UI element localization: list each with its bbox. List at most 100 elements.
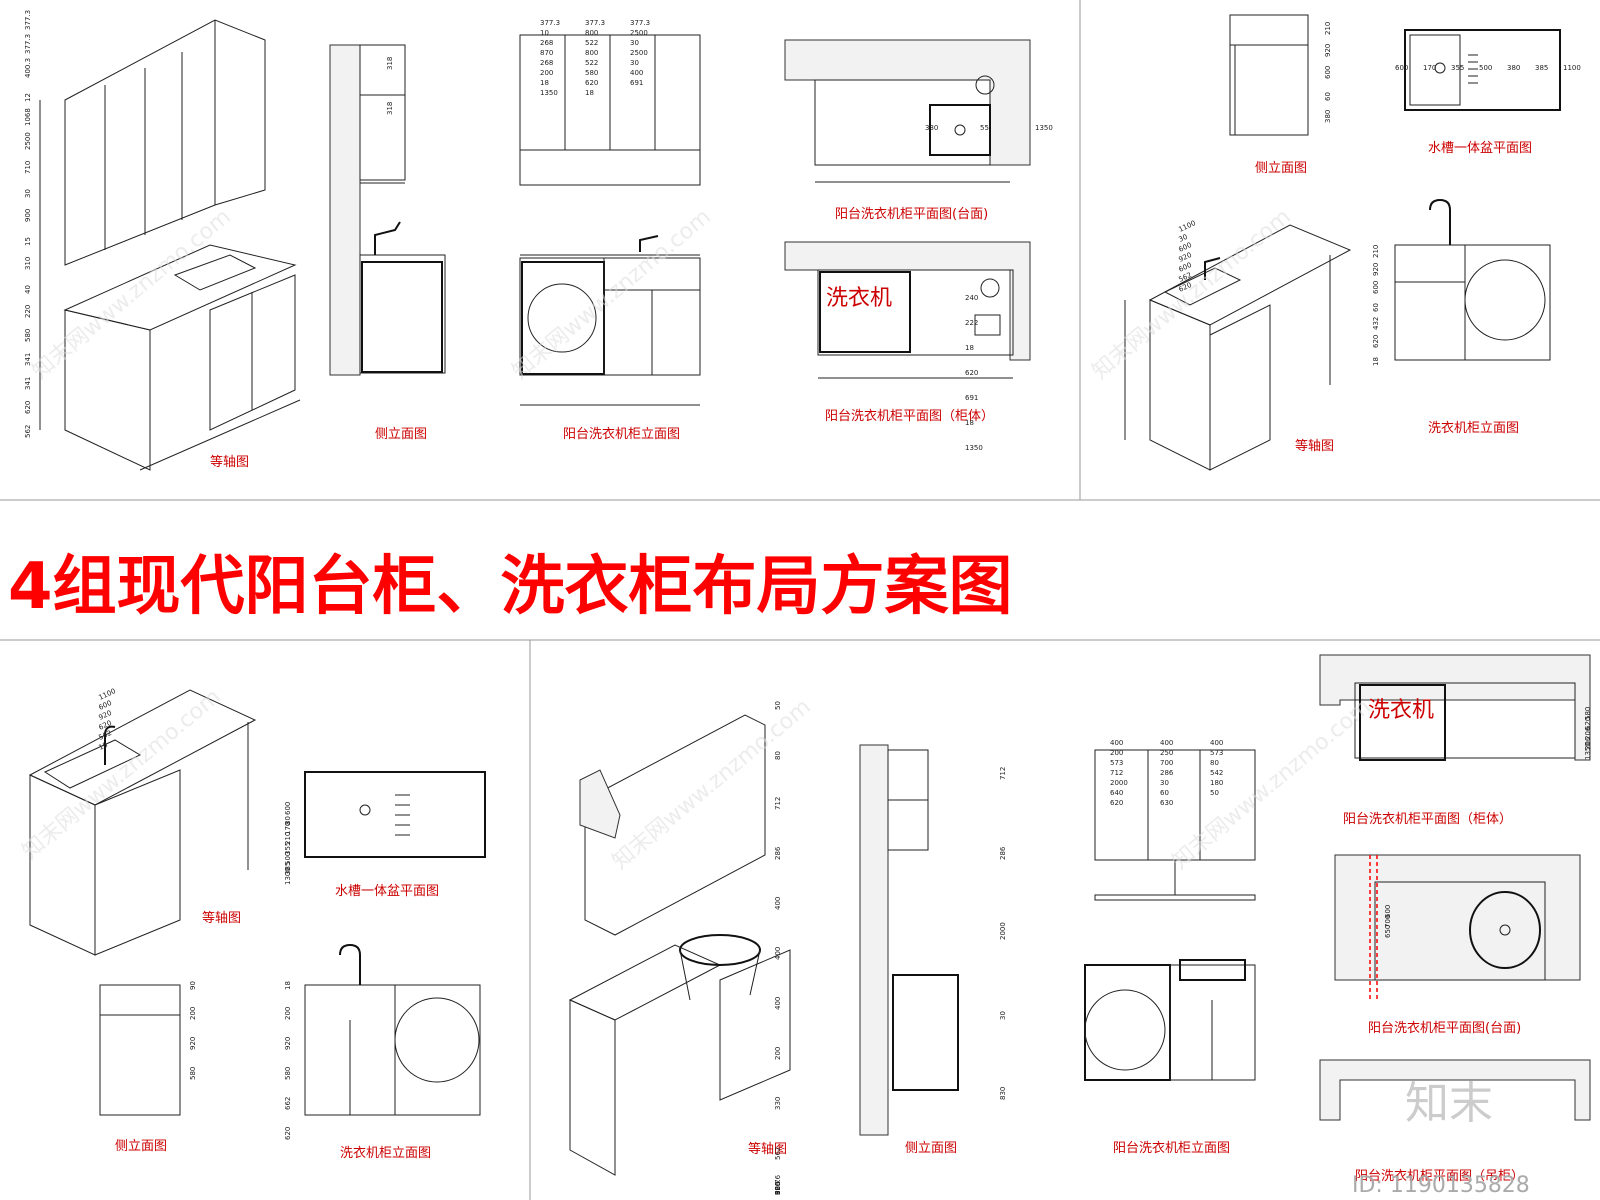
dimension-label: 12	[24, 93, 32, 102]
dimension-label: 600	[284, 802, 292, 815]
dimension-label: 30	[630, 59, 639, 67]
iso-view-2	[1124, 224, 1352, 471]
dimension-label: 200	[540, 69, 553, 77]
watermark-site: 知末网www.znzmo.com	[28, 204, 236, 384]
caption-plan-body-4: 阳台洗衣机柜平面图（柜体）	[1343, 811, 1512, 827]
dimension-label: 330	[774, 1097, 782, 1110]
dimension-label: 268	[540, 59, 553, 67]
dimension-label: 2500	[630, 29, 648, 37]
dimension-label: 90	[189, 981, 197, 990]
dimension-label: 500	[1479, 64, 1492, 72]
dimension-label: 400	[1110, 739, 1123, 747]
dimension-label: 600	[1395, 64, 1408, 72]
dimension-label: 66.7	[774, 1179, 782, 1195]
dimension-label: 377.3	[24, 10, 32, 30]
dimension-label: 318	[386, 102, 394, 115]
dimension-label: 18	[540, 79, 549, 87]
dimension-label: 500	[284, 852, 292, 865]
dimension-label: 573	[1110, 759, 1123, 767]
watermark-site: 知末网www.znzmo.com	[608, 694, 816, 874]
dimension-label: 600	[1372, 281, 1380, 294]
iso-view-3	[28, 689, 257, 956]
dimension-label: 310	[24, 257, 32, 270]
dimension-label: 870	[540, 49, 553, 57]
dimension-label: 600	[1384, 905, 1392, 918]
dim-labels-iso-1: 377.3377.3400.31210682500710309001531040…	[24, 10, 32, 438]
dimension-label: 620	[24, 401, 32, 414]
dimension-label: 691	[630, 79, 643, 87]
dimension-label: 542	[1210, 769, 1223, 777]
iso-view-4	[568, 714, 791, 1176]
dimension-label: 355	[1451, 64, 1464, 72]
caption-side-2: 侧立面图	[1255, 161, 1307, 176]
watermark-site: 知末网www.znzmo.com	[1088, 204, 1296, 384]
watermark-id: ID: 1190135828	[1352, 1173, 1530, 1198]
caption-front-3: 洗衣机柜立面图	[340, 1145, 431, 1161]
watermark-site: 知末网www.znzmo.com	[18, 684, 226, 864]
dimension-label: 1068	[24, 108, 32, 126]
dimension-label: 920	[1324, 44, 1332, 57]
dimension-label: 60	[1324, 92, 1332, 101]
sink-plan-view-2	[1404, 29, 1561, 111]
dimension-label: 355	[284, 842, 292, 855]
dimension-label: 712	[774, 797, 782, 810]
dimension-label: 30	[24, 189, 32, 198]
dimension-label: 562	[24, 425, 32, 438]
dimension-label: 1100	[1563, 64, 1581, 72]
caption-iso-2: 等轴图	[1295, 438, 1334, 454]
dimension-label: 2000	[1110, 779, 1128, 787]
main-title: 4组现代阳台柜、洗衣柜布局方案图	[8, 550, 1013, 624]
dimension-label: 900	[24, 209, 32, 222]
plan-top-view-1	[784, 39, 1031, 183]
dimension-label: 30	[630, 39, 639, 47]
dimension-label: 377.3	[24, 34, 32, 54]
dimension-label: 620	[965, 369, 978, 377]
dimension-label: 920	[774, 1182, 782, 1195]
dimension-label: 2500	[630, 49, 648, 57]
caption-side-3: 侧立面图	[115, 1139, 167, 1154]
dimension-label: 180	[1210, 779, 1223, 787]
dimension-label: 1350	[1035, 124, 1053, 132]
dimension-label: 50	[774, 701, 782, 710]
dimension-label: 377.3	[585, 19, 605, 27]
dimension-label: 920	[1372, 263, 1380, 276]
caption-iso-4: 等轴图	[748, 1141, 787, 1157]
dimension-label: 210	[1324, 22, 1332, 35]
dimension-label: 30	[1160, 779, 1169, 787]
dimension-label: 1300	[284, 867, 292, 885]
dimension-label: 206	[1584, 726, 1592, 740]
caption-sink-plan-3: 水槽一体盆平面图	[335, 884, 439, 899]
plan-body-view-4	[1319, 654, 1591, 761]
dimension-label: 18	[1372, 357, 1380, 366]
watermark-site: 知末网www.znzmo.com	[508, 204, 716, 384]
dimension-label: 700	[1384, 915, 1392, 928]
dimension-label: 380	[1507, 64, 1520, 72]
dimension-label: 396.6	[774, 1174, 782, 1195]
caption-plan-top-4: 阳台洗衣机柜平面图(台面)	[1368, 1020, 1521, 1036]
dimension-label: 400	[1160, 739, 1173, 747]
dimension-label: 691	[965, 394, 978, 402]
dimension-label: 712	[999, 767, 1007, 780]
caption-side-4: 侧立面图	[905, 1141, 957, 1156]
dimension-label: 222	[965, 319, 978, 327]
dimension-label: 573	[1210, 749, 1223, 757]
dimension-label: 380	[1324, 110, 1332, 123]
dimension-label: 580	[24, 329, 32, 342]
dimension-label: 2000	[999, 922, 1007, 940]
dimension-label: 600	[774, 1182, 782, 1195]
dimension-label: 1350	[965, 444, 983, 452]
dimension-label: 580	[1584, 707, 1592, 720]
dimension-label: 620	[284, 1127, 292, 1140]
dimension-label: 80	[774, 751, 782, 760]
